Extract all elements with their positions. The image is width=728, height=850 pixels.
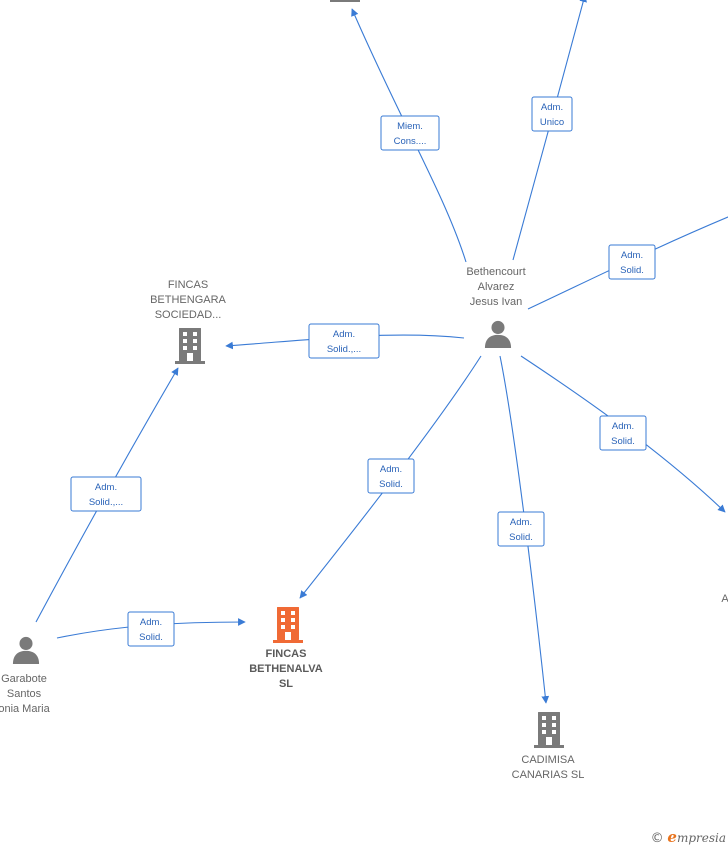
edge-label-text: Adm. xyxy=(95,482,117,493)
edge-label[interactable]: Adm. Solid. xyxy=(367,458,415,494)
node-cadimisa[interactable]: CADIMISA CANARIAS SL xyxy=(512,712,585,781)
node-label: FINCAS xyxy=(266,648,307,660)
node-label: Santos xyxy=(7,688,42,700)
edge-label[interactable]: Adm. Solid. xyxy=(599,415,647,451)
node-top-company[interactable] xyxy=(330,0,360,2)
edge-label[interactable]: Adm. Solid.,... xyxy=(308,323,380,359)
edge-label-text: Adm. xyxy=(380,464,402,475)
edge-label-box[interactable] xyxy=(380,115,440,151)
building-icon[interactable] xyxy=(534,712,564,748)
edge-label-text: Miem. xyxy=(397,121,423,132)
building-icon[interactable] xyxy=(273,607,303,643)
edge-label-box[interactable] xyxy=(599,415,647,451)
edge-label-text: Adm. xyxy=(510,517,532,528)
building-icon[interactable] xyxy=(330,0,360,2)
edge-label-text: Unico xyxy=(540,117,564,128)
edge-label-text: Solid. xyxy=(509,532,533,543)
edge-label-box[interactable] xyxy=(127,611,175,647)
node-label: CADIMISA xyxy=(521,754,575,766)
edge-label[interactable]: Adm. Solid. xyxy=(127,611,175,647)
node-label: SOCIEDAD... xyxy=(155,309,222,321)
node-label: CANARIAS SL xyxy=(512,769,585,781)
node-label: Jesus Ivan xyxy=(470,296,523,308)
edge-label-text: Solid. xyxy=(139,632,163,643)
node-label: Garabote xyxy=(1,673,47,685)
edge-bethencourt-to-top-company xyxy=(351,8,467,263)
edge-label-text: Cons.... xyxy=(394,136,427,147)
edge-labels-layer: Miem.Cons....Adm.UnicoAdm.Solid.Adm.Soli… xyxy=(70,96,656,647)
edge-label[interactable]: Miem. Cons.... xyxy=(380,115,440,151)
node-label: FINCAS xyxy=(168,279,208,291)
node-label: A xyxy=(721,593,728,605)
node-right-partial[interactable]: A xyxy=(721,520,728,605)
node-label: Alvarez xyxy=(478,281,515,293)
building-icon[interactable] xyxy=(175,328,205,364)
edge-label-box[interactable] xyxy=(531,96,573,132)
edge-label-text: Solid. xyxy=(611,436,635,447)
edge-label[interactable]: Adm. Solid. xyxy=(497,511,545,547)
edge-label-text: Adm. xyxy=(333,329,355,340)
node-label: SL xyxy=(279,678,293,690)
edge-label-box[interactable] xyxy=(608,244,656,280)
edge-label-text: Adm. xyxy=(140,617,162,628)
person-icon[interactable] xyxy=(12,636,40,664)
edge-label-box[interactable] xyxy=(308,323,380,359)
node-fincas-bethengara[interactable]: FINCAS BETHENGARA SOCIEDAD... xyxy=(150,279,227,364)
brand-initial: e xyxy=(667,828,677,846)
edge-label-text: Solid.,... xyxy=(327,344,361,355)
edge-label-text: Solid.,... xyxy=(89,497,123,508)
edge-label-text: Adm. xyxy=(541,102,563,113)
copyright-symbol: © xyxy=(650,831,664,846)
node-label: onia Maria xyxy=(0,703,51,715)
empresia-watermark: © empresia xyxy=(651,828,726,846)
node-fincas-bethenalva[interactable]: FINCAS BETHENALVA SL xyxy=(249,607,323,690)
node-label: BETHENGARA xyxy=(150,294,226,306)
edges-layer xyxy=(35,0,728,704)
edge-label-text: Solid. xyxy=(379,479,403,490)
brand-name: mpresia xyxy=(676,831,726,845)
edge-label-text: Adm. xyxy=(621,250,643,261)
edge-label-box[interactable] xyxy=(497,511,545,547)
node-label: Bethencourt xyxy=(466,266,525,278)
edge-label-text: Adm. xyxy=(612,421,634,432)
edge-label[interactable]: Adm. Solid.,... xyxy=(70,476,142,512)
edge-label[interactable]: Adm. Unico xyxy=(531,96,573,132)
edge-label-box[interactable] xyxy=(70,476,142,512)
edge-label-box[interactable] xyxy=(367,458,415,494)
person-icon[interactable] xyxy=(484,320,512,348)
edge-label-text: Solid. xyxy=(620,265,644,276)
edge-label[interactable]: Adm. Solid. xyxy=(608,244,656,280)
node-label: BETHENALVA xyxy=(249,663,323,675)
